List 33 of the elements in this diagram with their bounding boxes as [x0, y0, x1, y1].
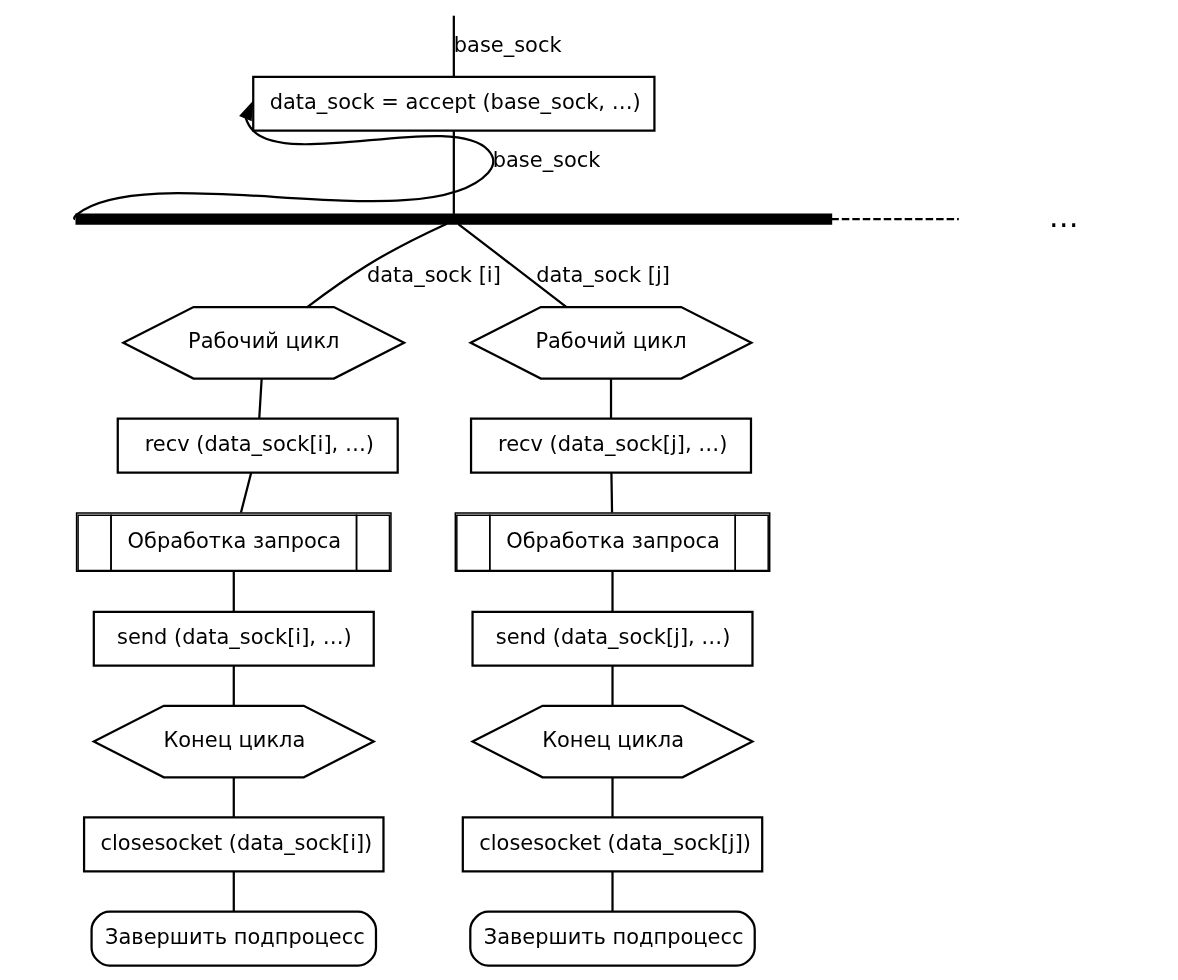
node-box: closesocket (data_sock[i]): [82, 816, 385, 873]
node-box: recv (data_sock[j], …): [469, 417, 753, 474]
node-bar: [75, 213, 833, 225]
node-box: Завершить подпроцесс: [469, 910, 756, 967]
connector: [831, 217, 959, 221]
node-box: recv (data_sock[i], …): [116, 417, 399, 474]
connector: [457, 223, 568, 309]
edge-label: base_sock: [453, 32, 562, 57]
node-box: send (data_sock[j], …): [471, 610, 754, 667]
connector: [611, 871, 614, 912]
edge-label: data_sock [j]: [536, 263, 670, 288]
connector: [609, 378, 613, 419]
connector: [611, 777, 614, 818]
connector: [452, 15, 455, 77]
connector: [232, 571, 235, 612]
arrow: [74, 100, 495, 220]
connector: [611, 571, 614, 612]
connector: [610, 472, 614, 513]
node-box: data_sock = accept (base_sock, …): [252, 75, 656, 132]
node-box: send (data_sock[i], …): [92, 610, 375, 667]
edge-label: data_sock [i]: [367, 263, 501, 288]
connector: [239, 472, 253, 513]
label: …: [1048, 198, 1079, 234]
connector: [306, 222, 448, 309]
connector: [452, 130, 455, 214]
connector: [232, 871, 235, 912]
node-box: closesocket (data_sock[j]): [461, 816, 764, 873]
connector: [258, 378, 263, 419]
connector: [232, 777, 235, 818]
connector: [611, 665, 614, 706]
edge-label: base_sock: [492, 147, 601, 172]
connector: [232, 665, 235, 706]
node-box: Завершить подпроцесс: [90, 910, 378, 967]
